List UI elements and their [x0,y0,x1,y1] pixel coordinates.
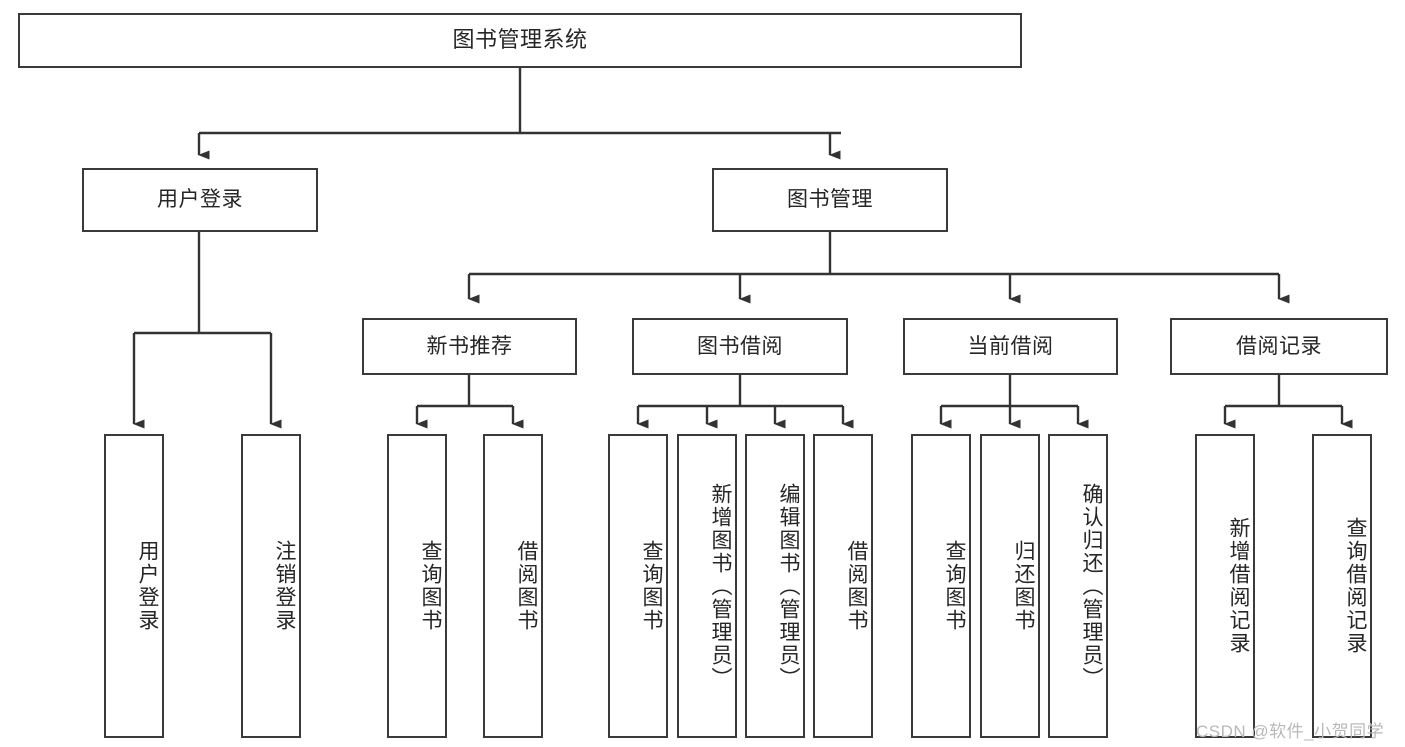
leaf-label: 注销登录 [273,540,296,632]
leaf-current-return-books[interactable]: 归还图书 [980,434,1040,738]
leaf-label: 用户登录 [136,540,159,632]
leaf-user-login[interactable]: 用户登录 [104,434,164,738]
leaf-label: 借阅图书 [845,540,868,632]
leaf-borrow-borrow-books[interactable]: 借阅图书 [813,434,873,738]
leaf-label: 借阅图书 [515,540,538,632]
leaf-label: 新增图书（管理员） [709,482,732,690]
node-current-borrow[interactable]: 当前借阅 [903,318,1118,375]
leaf-label: 新增借阅记录 [1227,517,1250,655]
node-book-management[interactable]: 图书管理 [712,168,948,232]
leaf-label: 查询图书 [419,540,442,632]
node-new-book-recommend[interactable]: 新书推荐 [362,318,577,375]
leaf-label: 查询图书 [943,540,966,632]
leaf-borrow-query-books[interactable]: 查询图书 [608,434,668,738]
csdn-watermark: CSDN @软件_小贺同学 [1196,722,1385,741]
node-borrow-record[interactable]: 借阅记录 [1170,318,1388,375]
leaf-current-query-books[interactable]: 查询图书 [911,434,971,738]
leaf-label: 查询借阅记录 [1344,517,1367,655]
leaf-label: 归还图书 [1012,540,1035,632]
leaf-newbook-query-books[interactable]: 查询图书 [387,434,447,738]
leaf-newbook-borrow-books[interactable]: 借阅图书 [483,434,543,738]
leaf-borrow-add-book-admin[interactable]: 新增图书（管理员） [677,434,737,738]
leaf-logout[interactable]: 注销登录 [241,434,301,738]
node-user-login[interactable]: 用户登录 [82,168,318,232]
leaf-current-confirm-return-admin[interactable]: 确认归还（管理员） [1048,434,1108,738]
leaf-record-query-borrow-record[interactable]: 查询借阅记录 [1312,434,1372,738]
node-root-book-management-system[interactable]: 图书管理系统 [18,13,1022,68]
leaf-label: 确认归还（管理员） [1080,482,1103,690]
node-book-borrow[interactable]: 图书借阅 [632,318,848,375]
leaf-record-add-borrow-record[interactable]: 新增借阅记录 [1195,434,1255,738]
leaf-borrow-edit-book-admin[interactable]: 编辑图书（管理员） [745,434,805,738]
leaf-label: 编辑图书（管理员） [777,482,800,690]
leaf-label: 查询图书 [640,540,663,632]
